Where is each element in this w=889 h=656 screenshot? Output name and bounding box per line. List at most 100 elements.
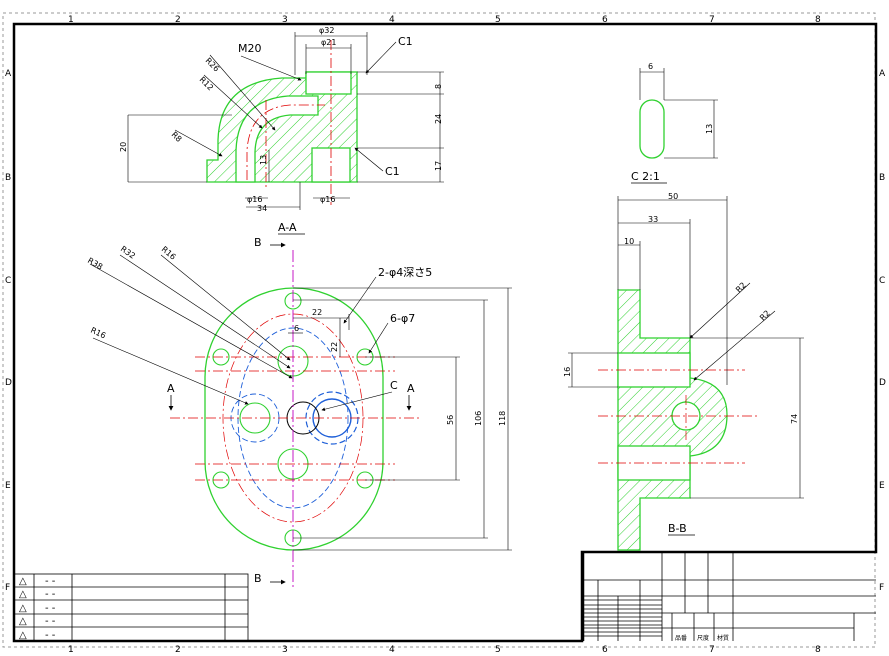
zone-col-8: 8 xyxy=(815,15,821,25)
revision-symbol-5: △ xyxy=(19,630,27,641)
zone-columns-bottom: 1 2 3 4 5 6 7 8 xyxy=(68,645,821,655)
zone-row-f-right: F xyxy=(879,583,884,593)
zone-col-5-bottom: 5 xyxy=(495,645,501,655)
zone-col-2: 2 xyxy=(175,15,181,25)
dim-r32: R32 xyxy=(119,244,137,260)
zone-col-1-bottom: 1 xyxy=(68,645,74,655)
view-c: 6 13 C 2:1 xyxy=(631,62,718,184)
view-c-title: C 2:1 xyxy=(631,170,660,183)
revision-symbol-1: △ xyxy=(19,576,27,587)
bb-dim-50: 50 xyxy=(668,192,678,201)
zone-col-3: 3 xyxy=(282,15,288,25)
bb-dim-16: 16 xyxy=(563,367,572,377)
bb-dim-r2-lower: R2 xyxy=(758,309,772,323)
revision-table: △ △ △ △ △ - - - - - - - - - - xyxy=(13,573,249,642)
title-block: 品番 尺度 材質 xyxy=(583,552,876,642)
title-block-label-scale: 尺度 xyxy=(697,634,709,642)
zone-col-6-bottom: 6 xyxy=(602,645,608,655)
section-b-b-title: B-B xyxy=(668,522,687,535)
label-c1-top: C1 xyxy=(398,35,413,48)
dim-phi16-right: φ16 xyxy=(320,195,335,204)
zone-col-8-bottom: 8 xyxy=(815,645,821,655)
zone-row-f: F xyxy=(5,583,10,593)
zone-col-5: 5 xyxy=(495,15,501,25)
front-view: B B A A 2-φ4深さ5 6-φ7 C R38 R32 R16 R16 2… xyxy=(86,236,512,590)
dim-24: 24 xyxy=(434,114,443,124)
dim-r16-lower: R16 xyxy=(89,326,107,341)
title-block-label-material: 材質 xyxy=(717,634,729,642)
dim-6: 6 xyxy=(294,324,299,333)
revision-dash-2: - - xyxy=(45,589,56,600)
bb-dim-r2-upper: R2 xyxy=(734,281,748,295)
cut-mark-b-top: B xyxy=(254,236,262,249)
dim-34: 34 xyxy=(257,204,267,213)
label-m20: M20 xyxy=(238,42,262,55)
label-c1-bottom: C1 xyxy=(385,165,400,178)
zone-col-7-bottom: 7 xyxy=(709,645,715,655)
zone-row-a: A xyxy=(5,69,12,79)
cut-mark-a-right: A xyxy=(407,382,415,395)
revision-dash-4: - - xyxy=(45,616,56,627)
zone-row-e: E xyxy=(5,481,11,491)
section-a-a-title: A-A xyxy=(278,221,297,234)
bb-dim-33: 33 xyxy=(648,215,658,224)
note-c: C xyxy=(390,379,398,392)
dim-r12: R12 xyxy=(198,75,216,93)
zone-col-4-bottom: 4 xyxy=(389,645,395,655)
dim-8: 8 xyxy=(434,84,443,89)
revision-dash-1: - - xyxy=(45,576,56,587)
zone-row-c: C xyxy=(5,276,11,286)
dim-17: 17 xyxy=(434,161,443,171)
zone-columns-top: 1 2 3 4 5 6 7 8 xyxy=(68,15,821,25)
note-6-phi7: 6-φ7 xyxy=(390,312,415,325)
dim-106: 106 xyxy=(474,411,483,426)
revision-dash-5: - - xyxy=(45,630,56,641)
dim-phi32: φ32 xyxy=(319,26,334,35)
zone-row-c-right: C xyxy=(879,276,885,286)
note-2-phi4-depth5: 2-φ4深さ5 xyxy=(378,266,432,279)
view-c-dim-13: 13 xyxy=(705,124,714,134)
dim-phi16-left: φ16 xyxy=(247,195,262,204)
zone-col-1: 1 xyxy=(68,15,74,25)
dim-22-horizontal: 22 xyxy=(312,308,322,317)
dim-r38: R38 xyxy=(86,256,104,272)
zone-row-d: D xyxy=(5,378,12,388)
section-b-b: 50 33 10 R2 R2 16 74 B-B xyxy=(563,192,804,551)
title-block-label-part-no: 品番 xyxy=(675,635,687,642)
section-a-a: φ32 φ21 R26 R12 R8 20 13 φ16 34 φ16 8 24… xyxy=(119,26,444,235)
dim-phi21: φ21 xyxy=(321,38,336,47)
zone-col-7: 7 xyxy=(709,15,715,25)
dim-r16-upper: R16 xyxy=(160,245,178,262)
zone-row-e-right: E xyxy=(879,481,885,491)
zone-row-d-right: D xyxy=(879,378,886,388)
dim-r8: R8 xyxy=(170,130,184,144)
dim-20: 20 xyxy=(119,142,128,152)
revision-dash-3: - - xyxy=(45,603,56,614)
revision-symbol-2: △ xyxy=(19,589,27,600)
zone-rows-left: A B C D E F xyxy=(5,69,12,593)
cut-mark-b-bottom: B xyxy=(254,572,262,585)
bb-dim-10: 10 xyxy=(624,237,634,246)
section-a-a-bore xyxy=(235,95,319,183)
zone-col-2-bottom: 2 xyxy=(175,645,181,655)
dim-13: 13 xyxy=(259,155,268,165)
zone-col-6: 6 xyxy=(602,15,608,25)
zone-row-a-right: A xyxy=(879,69,886,79)
cut-mark-a-left: A xyxy=(167,382,175,395)
dim-118: 118 xyxy=(498,411,507,426)
view-c-dim-6: 6 xyxy=(648,62,653,71)
section-a-a-thread-hole xyxy=(305,71,352,95)
view-c-slot xyxy=(639,99,665,159)
zone-row-b-right: B xyxy=(879,173,885,183)
zone-rows-right: A B C D E F xyxy=(879,69,886,593)
dim-56: 56 xyxy=(446,415,455,425)
zone-col-4: 4 xyxy=(389,15,395,25)
dim-22-vertical: 22 xyxy=(330,342,339,352)
revision-symbol-3: △ xyxy=(19,603,27,614)
sheet-frame xyxy=(2,12,878,648)
revision-symbol-4: △ xyxy=(19,616,27,627)
zone-col-3-bottom: 3 xyxy=(282,645,288,655)
zone-row-b: B xyxy=(5,173,11,183)
bb-dim-74: 74 xyxy=(790,414,799,424)
